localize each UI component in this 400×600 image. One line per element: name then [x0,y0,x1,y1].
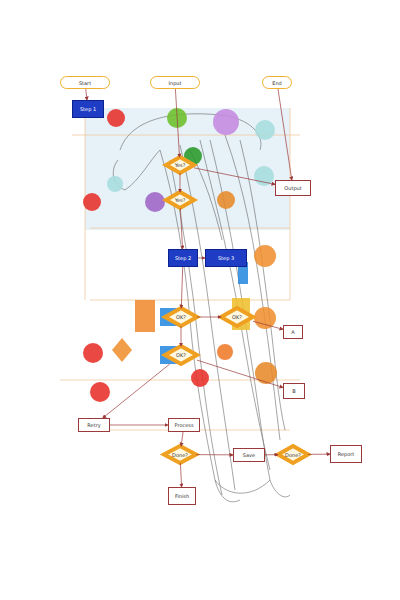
node-text: OK? [176,314,186,320]
node-text: Done? [285,452,301,458]
process-box: Report [330,445,362,463]
node-text: Yes? [175,162,186,168]
flow-arrow [181,267,182,308]
process-box: Save [233,448,265,462]
decision-diamond: Done? [278,446,308,463]
node-text: Step 3 [218,255,234,261]
node-text: End [272,80,282,86]
node-text: Step 2 [175,255,191,261]
flow-arrow [198,258,205,259]
process-box: Step 1 [72,100,104,118]
node-text: Done? [172,452,188,458]
node-text: B [292,388,295,394]
background-band [85,108,290,230]
node-text: A [291,329,294,335]
node-text: Process [175,422,194,428]
figure-sketch [113,114,290,502]
node-text: Save [243,452,255,458]
process-box: B [283,383,305,399]
node-text: Finish [175,493,189,499]
decision-diamond: OK? [165,346,197,364]
flow-arrow [197,317,221,318]
flow-arrow [175,89,179,157]
decision-diamond: Yes? [166,192,194,208]
flow-arrow [196,454,233,455]
process-box: Step 2 [168,249,198,267]
flow-arrow [181,326,182,346]
decision-diamond: Done? [164,446,196,463]
decision-diamond: OK? [165,308,197,326]
node-text: Output [284,185,301,191]
process-box: Step 3 [205,249,247,267]
process-box: Output [275,180,311,196]
node-text: Step 1 [80,106,96,112]
flow-arrow [110,425,168,426]
node-text: Input [169,80,182,86]
flow-arrow [197,360,283,387]
terminal-oval: End [262,76,292,89]
frame-lines [60,108,300,430]
flow-arrow [181,432,183,446]
flow-arrow [308,454,330,455]
process-box: Process [168,418,200,432]
process-box: Finish [168,487,196,505]
node-text: Start [79,80,91,86]
flow-arrow [180,208,182,249]
flow-arrow [180,463,181,487]
flow-arrow [265,454,278,455]
flow-arrow [278,89,292,180]
process-box: A [283,325,303,339]
node-text: Yes? [175,197,186,203]
decision-diamond: Yes? [166,157,194,173]
flow-arrow [194,168,275,184]
node-text: Retry [87,422,100,428]
colour-dots [83,108,277,402]
flow-arrow [86,89,87,100]
terminal-oval: Input [150,76,200,89]
flow-arrow [253,321,283,329]
node-text: OK? [176,352,186,358]
decision-diamond: OK? [221,308,253,326]
flow-arrow [180,173,181,192]
process-box: Retry [78,418,110,432]
flow-arrow [103,364,170,418]
terminal-oval: Start [60,76,110,89]
node-text: OK? [232,314,242,320]
node-text: Report [338,451,355,457]
